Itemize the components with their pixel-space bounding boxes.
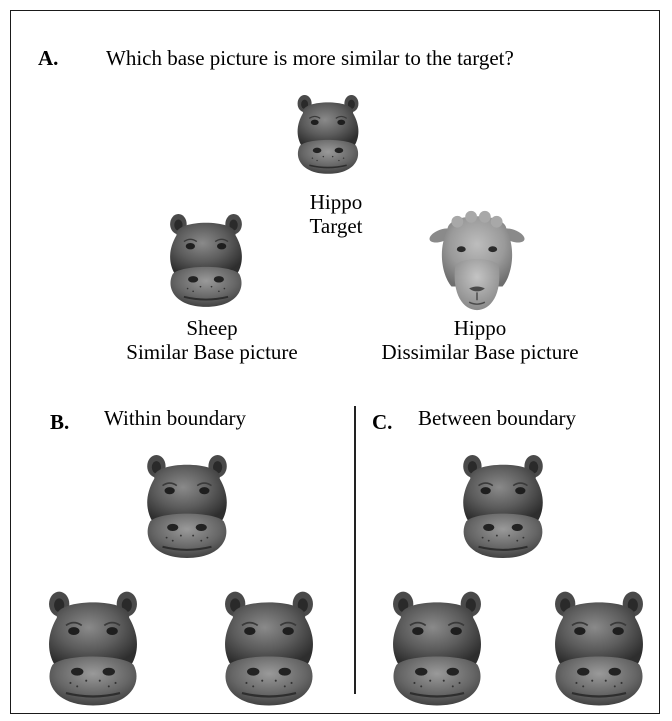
panel-b-title: Within boundary (104, 406, 247, 430)
dissimilar-base-label-animal: Hippo (453, 316, 507, 340)
boundary-divider (354, 406, 356, 694)
hippo-face-icon (452, 446, 554, 566)
hippo-face-icon (200, 586, 338, 710)
similar-base-label-animal: Sheep (186, 316, 238, 340)
sheep-face-icon (422, 206, 532, 314)
hippo-face-icon (24, 586, 162, 710)
hippo-face-icon (538, 586, 660, 710)
hippo-face-icon (136, 446, 238, 566)
similar-base-label-role: Similar Base picture (126, 340, 298, 364)
panel-c-title: Between boundary (418, 406, 577, 430)
hippo-face-icon (160, 206, 252, 314)
target-label-role: Target (309, 214, 363, 238)
dissimilar-base-label-role: Dissimilar Base picture (381, 340, 579, 364)
panel-a-question: Which base picture is more similar to th… (106, 46, 514, 70)
panel-b-letter: B. (50, 410, 70, 434)
panel-a-letter: A. (38, 46, 59, 70)
target-label-animal: Hippo (309, 190, 363, 214)
hippo-face-icon (289, 84, 367, 184)
hippo-face-icon (368, 586, 506, 710)
panel-c-letter: C. (372, 410, 393, 434)
